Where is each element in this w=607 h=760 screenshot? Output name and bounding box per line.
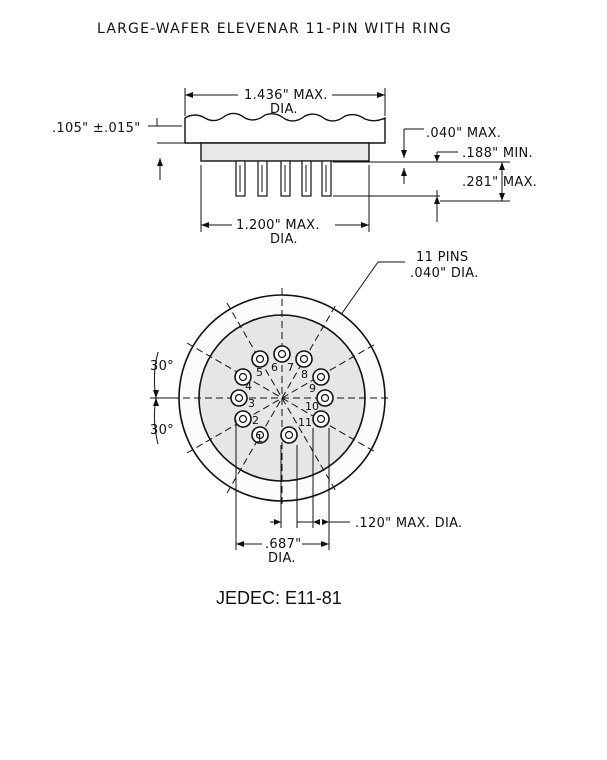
- circle-dia-label-2: DIA.: [268, 551, 296, 566]
- pin-1: [251, 426, 269, 444]
- pin-number: 9: [309, 382, 316, 395]
- pin-6: [273, 345, 291, 363]
- base-body: [200, 142, 370, 162]
- jedec-designation: JEDEC: E11-81: [216, 588, 342, 608]
- pins-dia-label: .040" DIA.: [410, 266, 479, 281]
- pin-numbers: 1 2 3 4 5 6 7 8 9 10 11: [245, 361, 319, 445]
- pin-8: [312, 368, 330, 386]
- bottom-view: 11 PINS .040" DIA.: [150, 250, 479, 566]
- pin-3: [230, 389, 248, 407]
- outer-dia-label: 1.436" MAX.: [244, 88, 328, 103]
- pin-7: [295, 350, 313, 368]
- ring-dia-label: .120" MAX. DIA.: [355, 516, 462, 531]
- wafer-thickness-label: .105" ±.015": [52, 121, 140, 136]
- outer-dia-label-2: DIA.: [270, 102, 298, 117]
- drawing-title: LARGE-WAFER ELEVENAR 11-PIN WITH RING: [97, 21, 452, 37]
- body-dia-label: 1.200" MAX.: [236, 218, 320, 233]
- pin-number: 1: [256, 432, 263, 445]
- body-dia-label-2: DIA.: [270, 232, 298, 247]
- pin-min-label: .188" MIN.: [462, 146, 533, 161]
- pin-number: 5: [256, 366, 263, 379]
- pin-number: 3: [248, 397, 255, 410]
- wafer-outline: [184, 112, 386, 144]
- pin-number: 8: [301, 368, 308, 381]
- radial-guides: [172, 288, 392, 508]
- pin-number: 4: [245, 380, 252, 393]
- pin-2: [234, 410, 252, 428]
- pin-number: 6: [271, 361, 278, 374]
- pin-dia-label: .040" MAX.: [426, 126, 501, 141]
- pin-11: [280, 426, 298, 444]
- pin-9: [316, 389, 334, 407]
- angle-top-label: 30°: [150, 359, 174, 374]
- side-view: 1.436" MAX. DIA. .105" ±.015" .040" MAX.…: [52, 88, 537, 247]
- pin-number: 11: [298, 416, 312, 429]
- pin-number: 2: [252, 414, 259, 427]
- pin-number: 10: [305, 400, 319, 413]
- pins-count-label: 11 PINS: [416, 250, 468, 265]
- side-pins: [235, 160, 332, 197]
- pin-number: 7: [287, 361, 294, 374]
- pin-10: [312, 410, 330, 428]
- pin-max-label: .281" MAX.: [462, 175, 537, 190]
- bottom-pins: [230, 345, 334, 444]
- pin-5: [251, 350, 269, 368]
- circle-dia-label: .687": [265, 537, 301, 552]
- pin-4: [234, 368, 252, 386]
- angle-bottom-label: 30°: [150, 423, 174, 438]
